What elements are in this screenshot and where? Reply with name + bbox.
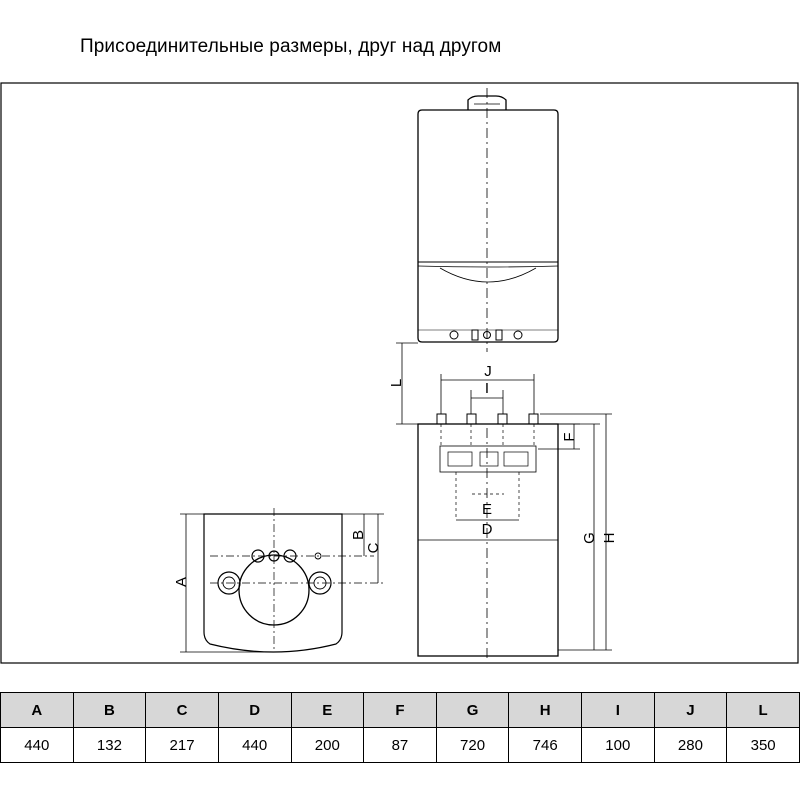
- connection-diagram: L J I E: [0, 82, 799, 664]
- label-A: A: [173, 577, 190, 587]
- table-header-row: A B C D E F G H I J L: [0, 692, 800, 728]
- table-header-cell: F: [363, 692, 437, 728]
- table-value-cell: 132: [72, 727, 147, 763]
- dimension-G-H: [540, 413, 612, 651]
- table-value-cell: 217: [145, 727, 219, 763]
- plate-centerlines: [210, 508, 384, 652]
- label-C: C: [365, 542, 382, 553]
- table-row: 440 132 217 440 200 87 720 746 100 280 3…: [0, 727, 800, 763]
- boiler-panel-curve: [417, 265, 559, 268]
- table-header-cell: D: [217, 692, 292, 728]
- dimension-I: [470, 390, 504, 414]
- table-header-cell: H: [508, 692, 582, 728]
- boiler-connection-2: [471, 329, 479, 341]
- tank-piping-box-2: [479, 451, 499, 467]
- tank-pipe-lines: [440, 424, 535, 520]
- tank-piping-box-1: [447, 451, 473, 467]
- label-H: H: [601, 533, 618, 544]
- label-D: D: [482, 521, 493, 538]
- plate-outline: [203, 513, 343, 653]
- table-header-cell: J: [653, 692, 728, 728]
- dimension-J: [440, 374, 535, 414]
- tank-piping-box-3: [503, 451, 529, 467]
- boiler-connection-4: [495, 329, 503, 341]
- boiler-body: [417, 109, 559, 343]
- label-I: I: [485, 380, 489, 397]
- label-J: J: [484, 363, 492, 380]
- tank-piping-panel: [439, 445, 537, 473]
- plate-small-port-4: [314, 552, 322, 560]
- table-value-cell: 87: [363, 727, 437, 763]
- table-header-cell: E: [290, 692, 365, 728]
- table-value-cell: 746: [508, 727, 582, 763]
- tank-connector-1: [436, 413, 447, 425]
- label-G: G: [581, 532, 598, 544]
- label-L: L: [388, 379, 405, 387]
- mounting-plate: [203, 513, 343, 653]
- table-header-cell: L: [726, 692, 800, 728]
- table-header-cell: C: [145, 692, 219, 728]
- dimension-A: [180, 513, 274, 653]
- table-header-cell: B: [72, 692, 147, 728]
- tank-connector-3: [497, 413, 508, 425]
- tank-connector-4: [528, 413, 539, 425]
- table-header-cell: G: [435, 692, 510, 728]
- table-value-cell: 100: [581, 727, 655, 763]
- table-value-cell: 720: [435, 727, 510, 763]
- table-value-cell: 280: [653, 727, 728, 763]
- dimensions-table: A B C D E F G H I J L 440 132 217 440 20…: [0, 692, 800, 763]
- label-E: E: [482, 501, 492, 518]
- frame-border: [0, 82, 799, 664]
- tank-connector-2: [466, 413, 477, 425]
- dimension-L: [396, 342, 418, 425]
- drawing-frame: L J I E: [0, 82, 800, 664]
- dimension-B-C: [342, 513, 384, 583]
- boiler-unit: [417, 95, 559, 343]
- page-title: Присоединительные размеры, друг над друг…: [80, 36, 502, 57]
- label-B: B: [350, 530, 367, 540]
- boiler-connection-1: [449, 330, 459, 340]
- table-value-cell: 200: [290, 727, 365, 763]
- table-header-cell: A: [0, 692, 74, 728]
- boiler-display-arc: [439, 267, 537, 283]
- table-value-cell: 350: [726, 727, 800, 763]
- label-F: F: [561, 432, 578, 441]
- boiler-connection-5: [513, 330, 523, 340]
- table-value-cell: 440: [217, 727, 292, 763]
- table-value-cell: 440: [0, 727, 74, 763]
- table-header-cell: I: [581, 692, 655, 728]
